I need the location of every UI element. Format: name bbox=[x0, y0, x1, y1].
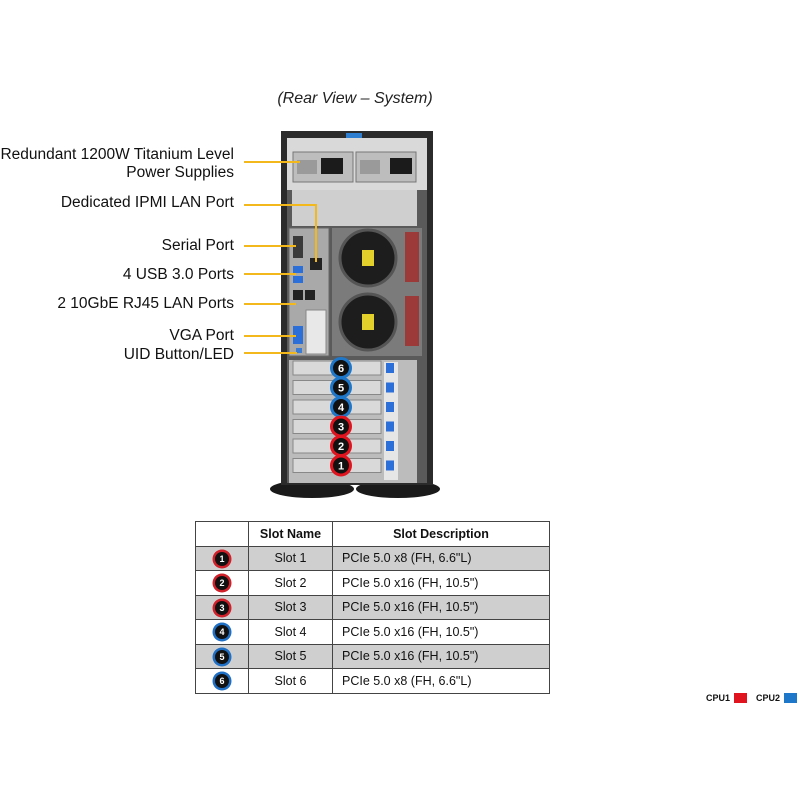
slot-badge-cell: 3 bbox=[195, 594, 249, 620]
psu-bay-area bbox=[292, 190, 417, 226]
ipmi-port bbox=[310, 258, 322, 270]
power-supply-left bbox=[292, 151, 354, 183]
slot-badge-cell: 6 bbox=[195, 668, 249, 694]
callout-power-supplies-line: Redundant 1200W Titanium Level bbox=[0, 146, 234, 163]
slot-description: PCIe 5.0 x8 (FH, 6.6"L) bbox=[332, 668, 550, 694]
callout-leader-lines bbox=[244, 161, 317, 354]
legend-cpu1-label: CPU1 bbox=[706, 693, 731, 703]
slot-description: PCIe 5.0 x16 (FH, 10.5") bbox=[332, 619, 550, 645]
fan-latch-bottom bbox=[405, 296, 419, 346]
cpu-legend: CPU1 CPU2 bbox=[706, 693, 800, 703]
slot-badge: 3 bbox=[215, 600, 229, 615]
slot-retention-clip bbox=[386, 382, 394, 393]
callout-power-supplies-line: Power Supplies bbox=[126, 164, 234, 181]
slot-retention-clip bbox=[386, 441, 394, 451]
badge-plate bbox=[346, 133, 362, 138]
header-badge bbox=[195, 521, 249, 547]
slot-badge-number: 6 bbox=[338, 363, 344, 375]
slot-name: Slot 3 bbox=[248, 594, 333, 620]
slot-badge-cell: 5 bbox=[195, 643, 249, 669]
callout-serial-port: Serial Port bbox=[161, 237, 234, 254]
callout-lan-ports: 2 10GbE RJ45 LAN Ports bbox=[57, 295, 234, 312]
legend-cpu2-label: CPU2 bbox=[756, 693, 781, 703]
callout-usb-ports: 4 USB 3.0 Ports bbox=[122, 266, 234, 283]
slot-badge: 6 bbox=[215, 674, 229, 689]
slot-name: Slot 1 bbox=[248, 545, 333, 571]
lan-port-b bbox=[305, 290, 315, 300]
usb-port-b bbox=[293, 276, 303, 283]
figure-caption: (Rear View – System) bbox=[277, 90, 433, 107]
fan-latch-top bbox=[405, 232, 419, 282]
slot-badge-number: 1 bbox=[338, 461, 344, 473]
slot-retention-clip bbox=[386, 402, 394, 412]
slot-description: PCIe 5.0 x8 (FH, 6.6"L) bbox=[332, 545, 550, 571]
slot-description: PCIe 5.0 x16 (FH, 10.5") bbox=[332, 570, 550, 596]
slot-name: Slot 6 bbox=[248, 668, 333, 694]
callout-vga-port: VGA Port bbox=[169, 327, 234, 344]
fan-bottom-hub bbox=[362, 314, 374, 330]
uid-button bbox=[296, 348, 302, 353]
slot-name: Slot 2 bbox=[248, 570, 333, 596]
slot-badge: 5 bbox=[215, 649, 229, 664]
slot-badge-cell: 1 bbox=[195, 545, 249, 571]
callout-uid-button: UID Button/LED bbox=[123, 346, 234, 363]
slot-retention-clip bbox=[386, 421, 394, 432]
slot-badge: 4 bbox=[215, 625, 229, 640]
slot-badge-number: 4 bbox=[338, 402, 345, 414]
legend-cpu2-swatch bbox=[784, 693, 798, 703]
slot-retention-clip bbox=[386, 363, 394, 373]
slot-badge: 1 bbox=[215, 551, 229, 566]
slot-badges: 6 5 4 3 2 1 bbox=[330, 357, 352, 477]
slot-badge-1 bbox=[330, 454, 352, 477]
usb-port-a bbox=[293, 266, 303, 273]
legend-cpu1-swatch bbox=[734, 693, 748, 703]
slot-badge: 2 bbox=[215, 576, 229, 591]
header-slot-name: Slot Name bbox=[248, 521, 333, 547]
vent-grille bbox=[305, 309, 327, 355]
slot-badge-cell: 2 bbox=[195, 570, 249, 596]
slot-name: Slot 4 bbox=[248, 619, 333, 645]
slot-badge-cell: 4 bbox=[195, 619, 249, 645]
callout-ipmi-port: Dedicated IPMI LAN Port bbox=[60, 194, 234, 211]
slot-description: PCIe 5.0 x16 (FH, 10.5") bbox=[332, 643, 550, 669]
slot-name: Slot 5 bbox=[248, 643, 333, 669]
slot-table-header: Slot Name Slot Description bbox=[195, 521, 550, 547]
leader-line bbox=[244, 204, 317, 262]
lan-port-a bbox=[293, 290, 303, 300]
power-supply-right bbox=[355, 151, 417, 183]
vga-port bbox=[293, 326, 303, 344]
slot-badge-number: 2 bbox=[338, 441, 344, 453]
slot-badge-number: 5 bbox=[338, 383, 344, 395]
slot-retention-clip bbox=[386, 460, 394, 471]
fan-top-hub bbox=[362, 250, 374, 266]
serial-port bbox=[293, 236, 303, 258]
slot-badge-number: 3 bbox=[338, 422, 344, 434]
header-slot-description: Slot Description bbox=[332, 521, 550, 547]
slot-description: PCIe 5.0 x16 (FH, 10.5") bbox=[332, 594, 550, 620]
